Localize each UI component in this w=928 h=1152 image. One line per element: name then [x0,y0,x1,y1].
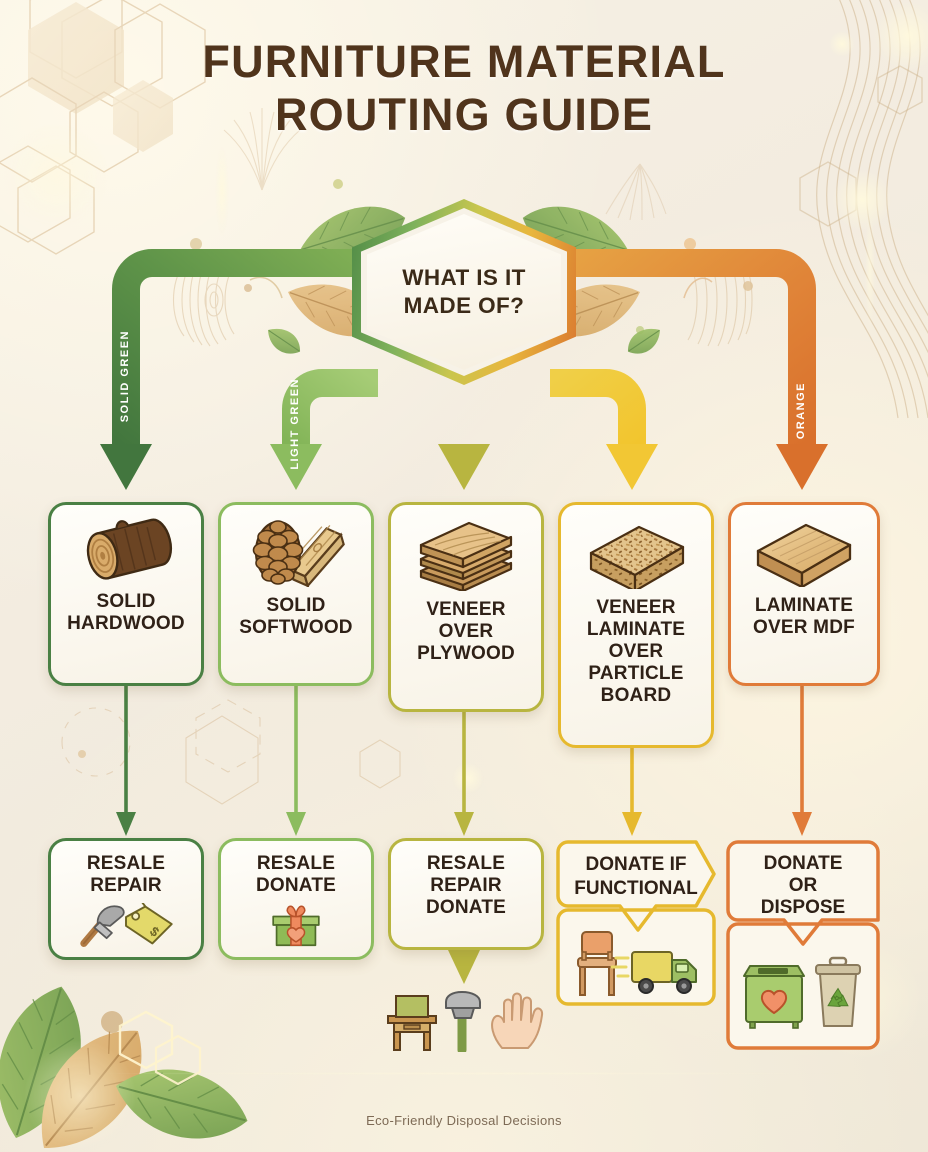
root-decision-node[interactable]: WHAT IS IT MADE OF? [352,199,576,385]
wood-log-icon [86,518,173,580]
connector-arrow-col-1 [116,686,136,836]
branch-label-orange: ORANGE [795,382,807,440]
outcome-card-donate-or-dispose[interactable]: DONATE OR DISPOSE [726,838,884,1054]
label-line: VENEER [426,599,506,620]
label-line: OVER [438,621,494,643]
material-label: SOLID HARDWOOD [67,591,185,635]
material-card-laminate-over-mdf[interactable]: LAMINATE OVER MDF [728,502,880,686]
label-line: BOARD [600,685,672,707]
outcome-card-resale-repair[interactable]: RESALE REPAIR $ [48,838,204,960]
outcome-card-resale-repair-donate[interactable]: RESALE REPAIR DONATE [388,838,544,950]
gift-box-icon [272,905,320,947]
title-line-2: ROUTING GUIDE [274,88,654,140]
connector-arrow-col-4 [622,748,642,836]
root-label: WHAT IS IT MADE OF? [388,264,540,320]
label-line: RESALE [86,853,166,874]
label-line: PARTICLE [588,663,684,685]
footer-caption: Eco-Friendly Disposal Decisions [366,1113,562,1128]
material-label: VENEER LAMINATE OVER PARTICLE BOARD [587,597,685,707]
branch-label-solid-green: SOLID GREEN [119,330,131,423]
label-line: OVER MDF [753,617,855,639]
label-line: REPAIR [430,875,502,897]
label-line: PLYWOOD [417,643,515,665]
material-label: LAMINATE OVER MDF [753,595,855,639]
outcome-label: RESALE DONATE [256,853,336,897]
outcome-icons-resale-repair-donate [387,991,544,1052]
hammer-and-price-tag-icons: $ [80,903,173,947]
delivery-truck-icon [610,951,697,994]
title-line-1: FURNITURE MATERIAL [202,36,726,87]
price-tag-icon: $ [125,903,173,945]
outcome-label-line-3: DISPOSE [761,897,845,918]
label-line: LAMINATE [586,619,686,641]
label-line: SOLID [96,591,156,612]
label-line: RESALE [426,853,506,874]
outcome-label: RESALE REPAIR DONATE [426,853,506,919]
outcome-label-line-1: DONATE [764,853,843,874]
label-line: REPAIR [90,875,162,897]
hammer-icon [80,905,125,947]
branch-arrow-orange [568,249,828,490]
outcome-label: RESALE REPAIR [87,853,165,897]
label-line: SOFTWOOD [239,617,353,639]
outcome-label-line-2: OR [789,875,818,896]
branch-arrow-light-green [270,369,378,490]
outcome-label-line-1: DONATE IF [586,854,687,875]
label-line: SOLID [266,595,326,616]
label-line: DONATE [255,875,336,897]
mdf-panel-icon [756,523,852,587]
hand-icon [491,992,544,1049]
material-label: SOLID SOFTWOOD [239,595,352,639]
material-card-veneer-over-plywood[interactable]: VENEER OVER PLYWOOD [388,502,544,712]
branch-arrow-yellow [550,369,658,490]
label-line: HARDWOOD [67,613,185,635]
label-line: VENEER [596,597,676,618]
material-card-solid-softwood[interactable]: SOLID SOFTWOOD [218,502,374,686]
hammer-icon [445,991,481,1052]
outcome-tail-arrow-col-3 [448,950,480,984]
branch-arrow-solid-green [100,249,360,490]
outcome-label-line-2: FUNCTIONAL [574,878,698,899]
material-label: VENEER OVER PLYWOOD [417,599,515,665]
root-label-line-1: WHAT IS IT [402,264,526,290]
label-line: OVER [608,641,664,663]
material-card-veneer-laminate-particle-board[interactable]: VENEER LAMINATE OVER PARTICLE BOARD [558,502,714,748]
material-card-solid-hardwood[interactable]: SOLID HARDWOOD [48,502,204,686]
particle-board-icon [589,525,685,589]
outcome-card-resale-donate[interactable]: RESALE DONATE [218,838,374,960]
plywood-stack-icon [419,521,513,591]
label-line: LAMINATE [754,595,854,616]
recycle-bin-icon [815,956,861,1027]
root-label-line-2: MADE OF? [403,293,525,318]
page-title: FURNITURE MATERIAL ROUTING GUIDE [0,36,928,141]
outcome-card-donate-if-functional[interactable]: DONATE IF FUNCTIONAL [556,838,718,1010]
pinecone-plank-icon [252,520,345,587]
chair-icon [577,931,617,996]
branch-label-light-green: LIGHT GREEN [289,378,301,470]
connector-arrow-col-3 [454,712,474,836]
connector-arrow-col-5 [792,686,812,836]
connector-arrow-col-2 [286,686,306,836]
table-icon [387,995,437,1051]
branch-arrow-olive [438,376,490,490]
label-line: RESALE [256,853,336,874]
label-line: DONATE [425,897,506,919]
donation-bin-icon [743,965,805,1029]
